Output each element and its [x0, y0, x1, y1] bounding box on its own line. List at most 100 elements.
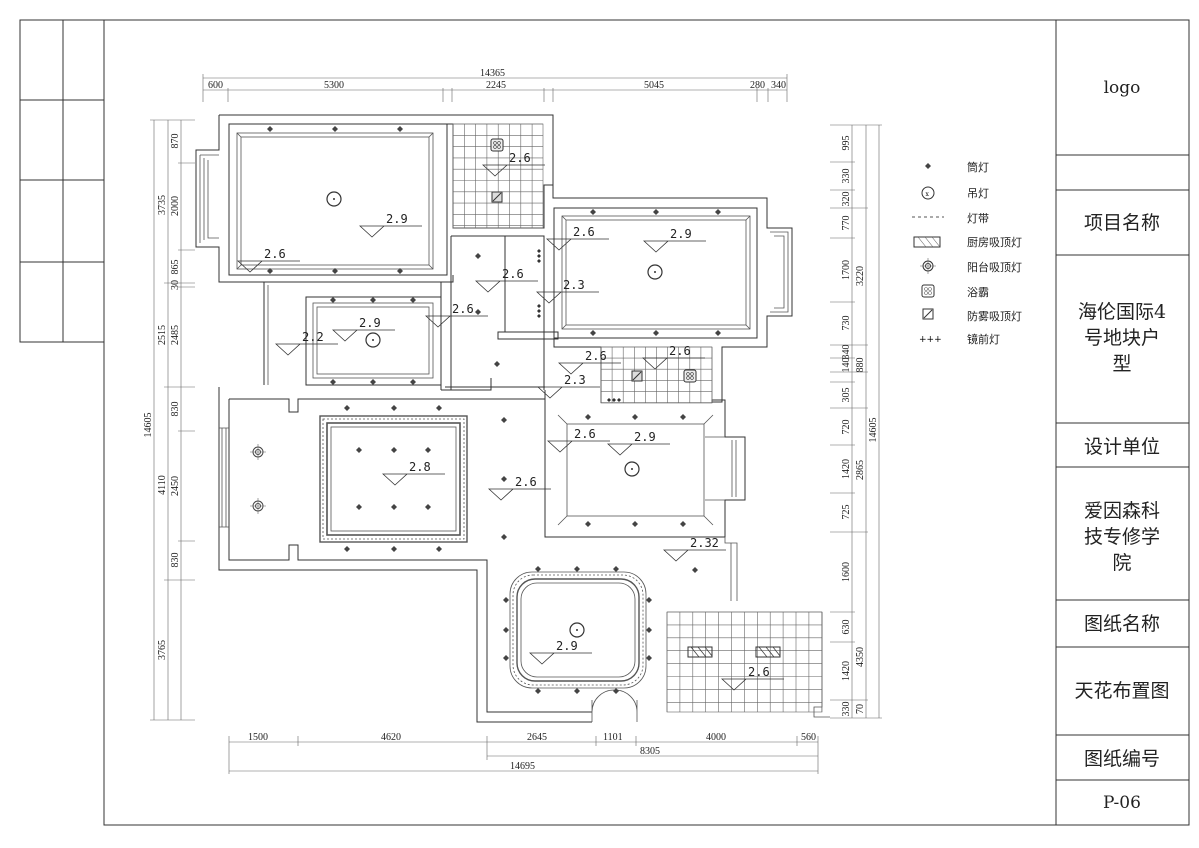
downlight-icon [535, 688, 541, 694]
drawing-name: 天花布置图 [1074, 680, 1169, 702]
downlight-icon [503, 627, 509, 633]
downlight-icon [613, 688, 619, 694]
ceiling-height-label: 2.6 [574, 427, 596, 441]
logo-text: logo [1104, 78, 1141, 98]
ceiling-height-label: 2.6 [264, 247, 286, 261]
left-margin-table [19, 19, 105, 343]
dim-vertical: 70 [855, 704, 866, 714]
downlight-icon [590, 330, 596, 336]
downlight-icon [646, 655, 652, 661]
downlight-icon [503, 655, 509, 661]
legend-label: 镜前灯 [967, 332, 1000, 346]
dim-vertical: 14605 [868, 418, 879, 443]
downlight-icon [646, 597, 652, 603]
dimension-lines [150, 74, 882, 774]
bath-heater-icon [683, 369, 697, 383]
ceiling-height-label: 2.9 [556, 639, 578, 653]
downlight-icon [632, 521, 638, 527]
legend: x +++ 筒灯 吊灯 灯带 厨房吸顶灯 阳台吸顶灯 浴霸 防雾吸顶灯 镜前灯 [912, 160, 1022, 346]
dim-bottom-total: 14695 [510, 761, 535, 772]
ceiling-height-marker: 2.6 [424, 302, 488, 328]
dim-vertical: 3220 [855, 266, 866, 286]
ceiling-height-marker: 2.9 [642, 227, 706, 253]
mirror-light-icon [537, 249, 541, 263]
downlight-icon [653, 330, 659, 336]
design-unit-label: 设计单位 [1084, 436, 1160, 458]
downlight-icon [391, 504, 397, 510]
downlight-icon [425, 447, 431, 453]
dim-vertical: 725 [841, 505, 852, 520]
dim-vertical: 2515 [157, 325, 168, 345]
fogproof-ceiling-lamp-icon [922, 308, 934, 320]
downlight-icon [503, 597, 509, 603]
dim-bottom: 1500 [248, 732, 268, 743]
ceiling-height-marker: 2.8 [381, 460, 445, 486]
project-name-line-3: 型 [1112, 353, 1131, 375]
downlight-icon [680, 521, 686, 527]
dim-bottom-sub: 8305 [640, 746, 660, 757]
balcony-ceiling-lamp-icon [250, 444, 266, 460]
dim-vertical: 140 [841, 358, 852, 373]
ceiling-trays [236, 132, 751, 689]
dim-vertical: 2000 [170, 196, 181, 216]
dim-vertical: 1700 [841, 260, 852, 280]
ceiling-height-marker: 2.6 [481, 151, 545, 177]
downlight-icon [410, 297, 416, 303]
ceiling-height-marker: 2.9 [606, 430, 670, 456]
ceiling-height-marker: 2.6 [546, 427, 610, 453]
legend-label: 厨房吸顶灯 [967, 236, 1022, 249]
downlight-icon [391, 447, 397, 453]
pendant-lamp-icon [569, 622, 585, 638]
downlight-icon [680, 414, 686, 420]
dim-bottom: 4620 [381, 732, 401, 743]
fogproof-ceiling-lamp-icon [631, 370, 643, 382]
downlight-icon [715, 209, 721, 215]
dim-vertical: 830 [170, 553, 181, 568]
mirror-light-icon: +++ [919, 335, 942, 345]
ceiling-height-marker: 2.9 [358, 212, 422, 238]
ceiling-height-marker: 2.6 [487, 475, 551, 501]
pendant-lamp-icon: x [921, 186, 935, 200]
downlight-icon [332, 268, 338, 274]
downlight-icon [425, 504, 431, 510]
mirror-light-icon [537, 304, 541, 318]
downlight-icon [330, 379, 336, 385]
dim-vertical: 630 [841, 620, 852, 635]
dim-top: 340 [771, 80, 786, 91]
downlight-icon [370, 379, 376, 385]
dim-vertical: 4110 [157, 475, 168, 495]
downlight-icon [646, 627, 652, 633]
dim-bottom: 1101 [603, 732, 623, 743]
downlight-icon [267, 268, 273, 274]
pendant-lamp-icon [365, 332, 381, 348]
kitchen-ceiling-lamp-icon [913, 236, 941, 248]
dim-vertical: 30 [170, 280, 181, 290]
dim-bottom: 4000 [706, 732, 726, 743]
title-block: logo 项目名称 海伦国际4 号地块户 型 设计单位 爱因森科 技专修学 院 … [1055, 20, 1189, 825]
downlight-icon [397, 126, 403, 132]
ceiling-height-marker: 2.6 [557, 349, 621, 375]
ceiling-height-marker: 2.6 [236, 247, 300, 273]
fogproof-ceiling-lamp-icon [491, 191, 503, 203]
downlight-icon [330, 297, 336, 303]
dim-vertical: 320 [841, 192, 852, 207]
ceiling-height-marker: 2.6 [720, 665, 784, 691]
downlight-icon [925, 163, 931, 169]
dim-vertical: 2485 [170, 325, 181, 345]
ceiling-height-label: 2.3 [563, 278, 585, 292]
downlight-icon [574, 566, 580, 572]
dim-vertical: 4350 [855, 647, 866, 667]
bath-heater-icon [921, 284, 935, 298]
downlight-icon [397, 268, 403, 274]
dim-top: 280 [750, 80, 765, 91]
legend-label: 浴霸 [967, 286, 989, 299]
ceiling-height-label: 2.9 [386, 212, 408, 226]
downlight-icon [267, 126, 273, 132]
drawing-no-label: 图纸编号 [1084, 748, 1160, 770]
dim-vertical: 330 [841, 702, 852, 717]
dim-bottom: 2645 [527, 732, 547, 743]
downlight-icon [632, 414, 638, 420]
svg-text:+++: +++ [919, 335, 942, 345]
kitchen-ceiling-lamp-icon [755, 646, 781, 658]
